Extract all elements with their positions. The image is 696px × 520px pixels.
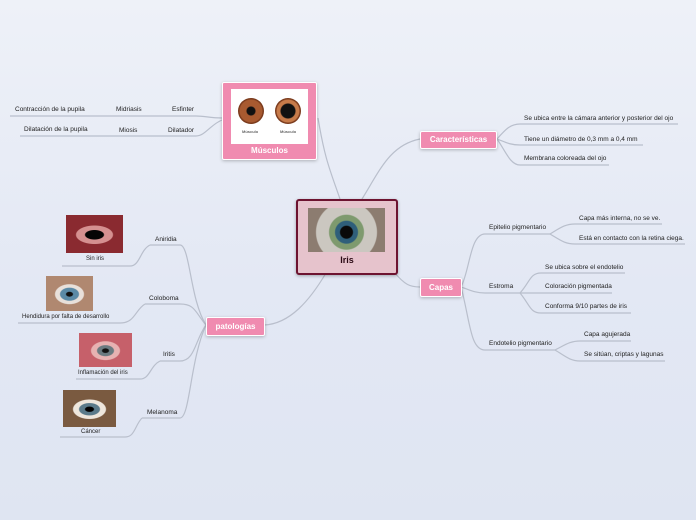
topic-patologias[interactable]: patologías (206, 317, 265, 336)
link-melanoma-img (60, 417, 143, 438)
estroma-item-3[interactable]: Conforma 9/10 partes de iris (545, 303, 628, 310)
caracteristica-2[interactable]: Tiene un diámetro de 0,3 mm a 0,4 mm (524, 136, 638, 143)
link-capas-estroma (460, 286, 520, 294)
iritis-eye-image (79, 333, 132, 367)
layer-endotelio[interactable]: Endotelio pigmentario (489, 340, 552, 347)
pat-aniridia[interactable]: Aniridia (155, 236, 177, 243)
action-miosis[interactable]: Miosis (119, 127, 138, 134)
link-musculos-dilatador (20, 119, 223, 137)
link-musculos-esfinter (10, 115, 223, 119)
link-endotelio-1 (554, 340, 631, 351)
link-car-1 (496, 123, 678, 140)
iris-eye-image (308, 208, 385, 252)
link-pat-melanoma (142, 324, 207, 419)
link-central-patologias (263, 272, 327, 326)
estroma-item-2[interactable]: Coloración pigmentada (545, 283, 612, 290)
link-central-caracteristicas (361, 138, 421, 200)
link-car-3 (496, 138, 609, 166)
endotelio-item-2[interactable]: Se sitúan, criptas y lagunas (584, 351, 664, 358)
pat-iritis[interactable]: Iritis (163, 351, 175, 358)
layer-estroma[interactable]: Estroma (489, 283, 514, 290)
layer-epitelio[interactable]: Epitelio pigmentario (489, 224, 547, 231)
coloboma-caption: Hendidura por falta de desarrollo (22, 314, 110, 320)
link-epitelio-2 (549, 233, 685, 245)
central-node-iris[interactable]: Iris (296, 199, 398, 275)
melanoma-caption: Cáncer (81, 429, 101, 435)
link-estroma-1 (519, 272, 625, 294)
coloboma-eye-image (46, 276, 93, 311)
link-central-capas (393, 271, 421, 288)
topic-caracteristicas[interactable]: Características (420, 131, 497, 149)
melanoma-eye-image (63, 390, 116, 427)
musculos-title: Músculos (251, 146, 288, 155)
link-estroma-3 (519, 292, 631, 314)
iritis-caption: Inflamación del iris (78, 370, 128, 376)
link-aniridia-img (62, 244, 151, 267)
link-epitelio-1 (549, 223, 662, 235)
effect-dilatacion[interactable]: Dilatación de la pupila (24, 126, 88, 133)
aniridia-eye-image (66, 215, 123, 253)
caracteristica-3[interactable]: Membrana coloreada del ojo (524, 155, 607, 162)
link-pat-coloboma (145, 303, 207, 326)
link-iritis-img (76, 360, 161, 380)
epitelio-item-1[interactable]: Capa más interna, no se ve. (579, 215, 661, 222)
link-capas-endotelio (460, 286, 555, 351)
musculos-image-caption-1: Músculo (242, 129, 259, 134)
endotelio-item-1[interactable]: Capa agujerada (584, 331, 631, 338)
action-midriasis[interactable]: Midriasis (116, 106, 142, 113)
pat-melanoma[interactable]: Melanoma (147, 409, 178, 416)
pat-coloboma[interactable]: Coloboma (149, 295, 179, 302)
caracteristica-1[interactable]: Se ubica entre la cámara anterior y post… (524, 115, 674, 122)
topic-capas[interactable]: Capas (420, 278, 462, 297)
central-title: Iris (340, 255, 354, 265)
link-coloboma-img (18, 303, 146, 324)
link-central-musculos (317, 117, 341, 200)
pupil-sphincter-icon (238, 98, 264, 124)
link-pat-aniridia (150, 244, 207, 326)
topic-musculos[interactable]: Músculo Músculo Músculos (222, 82, 317, 160)
aniridia-caption: Sin iris (86, 256, 105, 262)
musculos-image: Músculo Músculo (231, 89, 308, 144)
muscle-esfinter[interactable]: Esfinter (172, 106, 195, 113)
effect-contraccion[interactable]: Contracción de la pupila (15, 106, 85, 113)
pupil-dilator-icon (275, 98, 301, 124)
musculos-image-caption-2: Músculo (280, 129, 297, 134)
link-endotelio-2 (554, 349, 665, 362)
estroma-item-1[interactable]: Se ubica sobre el endotelio (545, 264, 624, 271)
link-car-2 (496, 138, 643, 146)
muscle-dilatador[interactable]: Dilatador (168, 127, 195, 134)
link-capas-epitelio (460, 233, 550, 288)
link-pat-iritis (160, 324, 207, 362)
epitelio-item-2[interactable]: Está en contacto con la retina ciega. (579, 235, 684, 242)
